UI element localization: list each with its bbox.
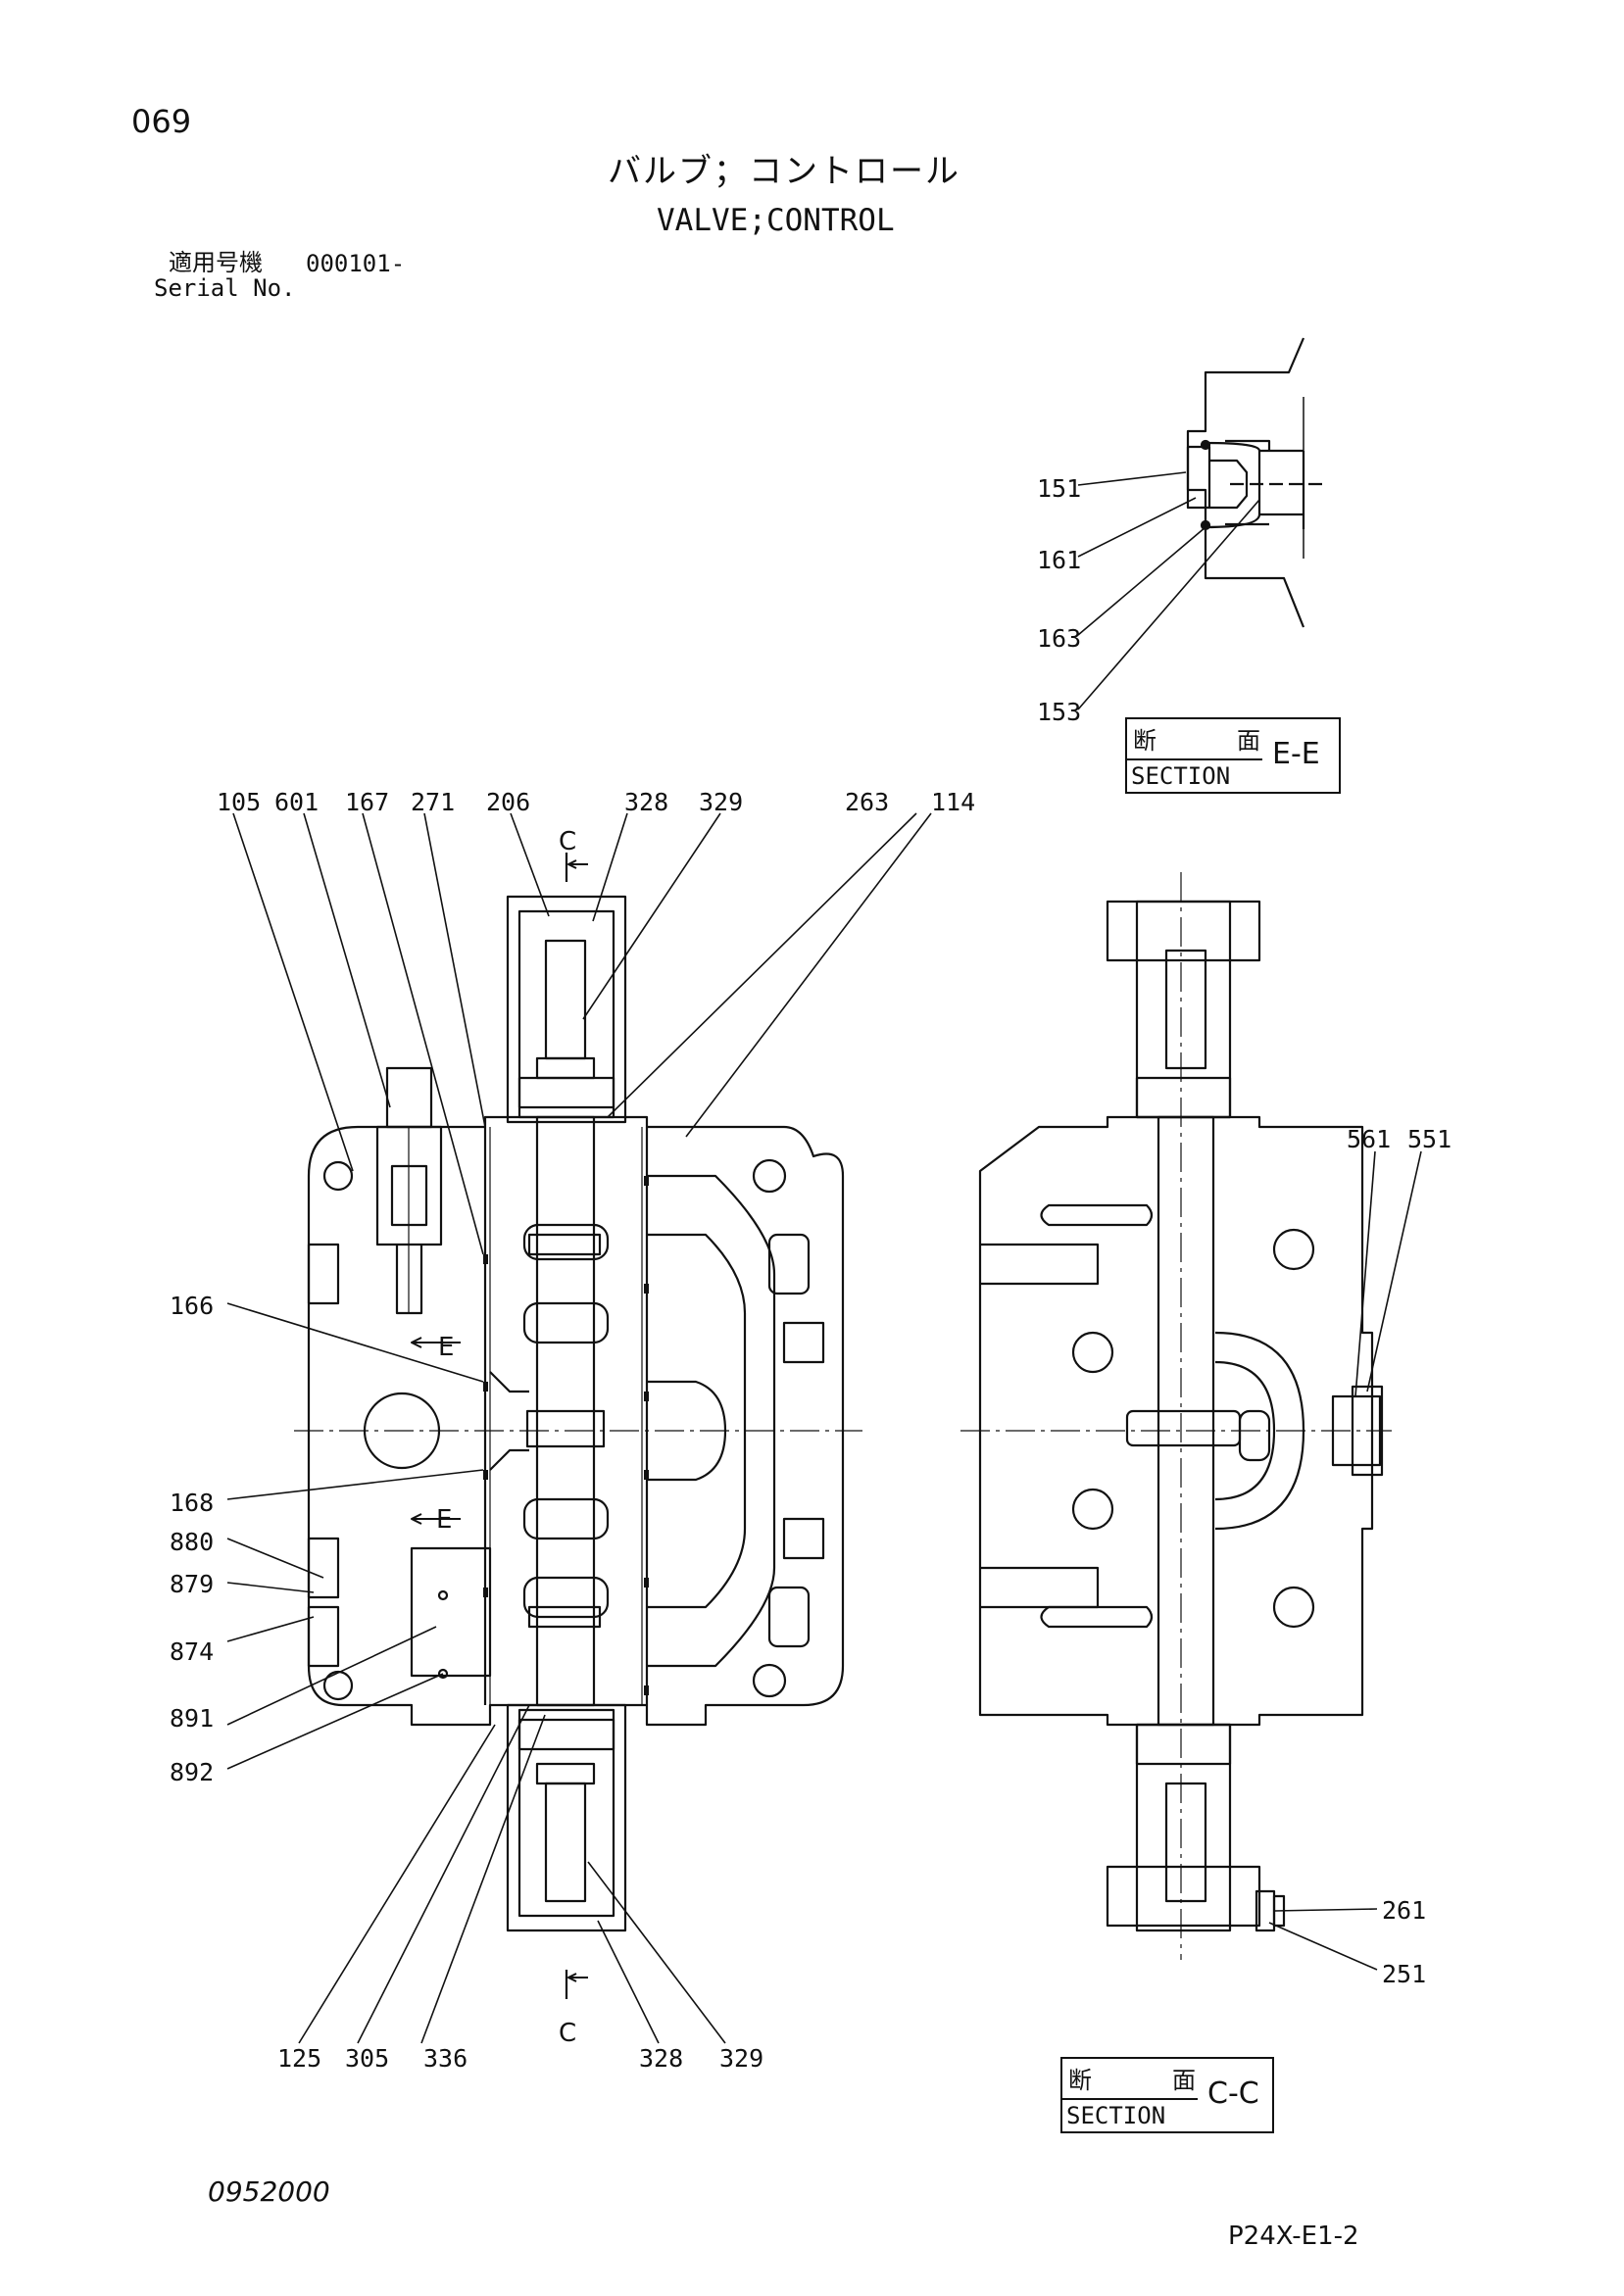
serial-label-english: Serial No.: [154, 274, 296, 302]
callout-601: 601: [274, 788, 320, 816]
callout-251: 251: [1382, 1960, 1427, 1988]
section-marker-c-bottom: C: [559, 2019, 577, 2048]
main-sectional-view: [294, 853, 862, 1999]
sheet-code: P24X-E1-2: [1228, 2222, 1359, 2251]
section-ee-en: SECTION: [1131, 762, 1231, 790]
callout-874: 874: [170, 1637, 215, 1666]
section-cc-underline: [1062, 2098, 1198, 2100]
section-ee-id: E-E: [1272, 737, 1320, 771]
section-ee-label-box: 断 面 SECTION E-E: [1125, 717, 1341, 794]
callout-261: 261: [1382, 1896, 1427, 1925]
callout-329-bottom: 329: [719, 2044, 764, 2073]
callout-153: 153: [1037, 698, 1082, 726]
title-english: VALVE;CONTROL: [657, 203, 895, 238]
section-marker-e-upper: E: [438, 1333, 455, 1362]
callout-892: 892: [170, 1758, 215, 1786]
callout-561: 561: [1347, 1125, 1392, 1153]
callout-206: 206: [486, 788, 531, 816]
section-marker-c-top: C: [559, 827, 577, 856]
document-number: 0952000: [208, 2175, 330, 2208]
callout-168: 168: [170, 1489, 215, 1517]
callout-891: 891: [170, 1704, 215, 1733]
callout-329-top: 329: [699, 788, 744, 816]
callout-166: 166: [170, 1292, 215, 1320]
callout-328-bottom: 328: [639, 2044, 684, 2073]
page-number: 069: [131, 103, 192, 140]
callout-271: 271: [411, 788, 456, 816]
callout-151: 151: [1037, 474, 1082, 503]
leader-lines: [226, 471, 1422, 2044]
callout-305: 305: [345, 2044, 390, 2073]
title-japanese: バルブ；コントロール: [608, 152, 960, 191]
section-ee-underline: [1127, 758, 1262, 760]
serial-label-japanese: 適用号機: [169, 249, 263, 276]
section-ee-detail: [1186, 337, 1323, 628]
section-cc-label-box: 断 面 SECTION C-C: [1060, 2057, 1274, 2133]
section-cc-jp-1: 断: [1068, 2067, 1092, 2094]
callout-167: 167: [345, 788, 390, 816]
serial-value: 000101-: [306, 250, 406, 277]
section-cc-en: SECTION: [1066, 2102, 1166, 2129]
section-cc-view: [960, 872, 1392, 1960]
callout-336: 336: [423, 2044, 468, 2073]
callout-105: 105: [217, 788, 262, 816]
callout-114: 114: [931, 788, 976, 816]
section-cc-id: C-C: [1207, 2076, 1259, 2111]
callout-328-top: 328: [624, 788, 669, 816]
callout-263: 263: [845, 788, 890, 816]
callout-551: 551: [1407, 1125, 1452, 1153]
callout-879: 879: [170, 1570, 215, 1598]
section-ee-jp-1: 断: [1133, 727, 1156, 755]
callout-163: 163: [1037, 624, 1082, 653]
callout-161: 161: [1037, 546, 1082, 574]
section-cc-jp-2: 面: [1172, 2067, 1196, 2094]
section-ee-jp-2: 面: [1237, 727, 1260, 755]
section-marker-e-lower: E: [436, 1505, 453, 1535]
callout-125: 125: [277, 2044, 322, 2073]
callout-880: 880: [170, 1528, 215, 1556]
